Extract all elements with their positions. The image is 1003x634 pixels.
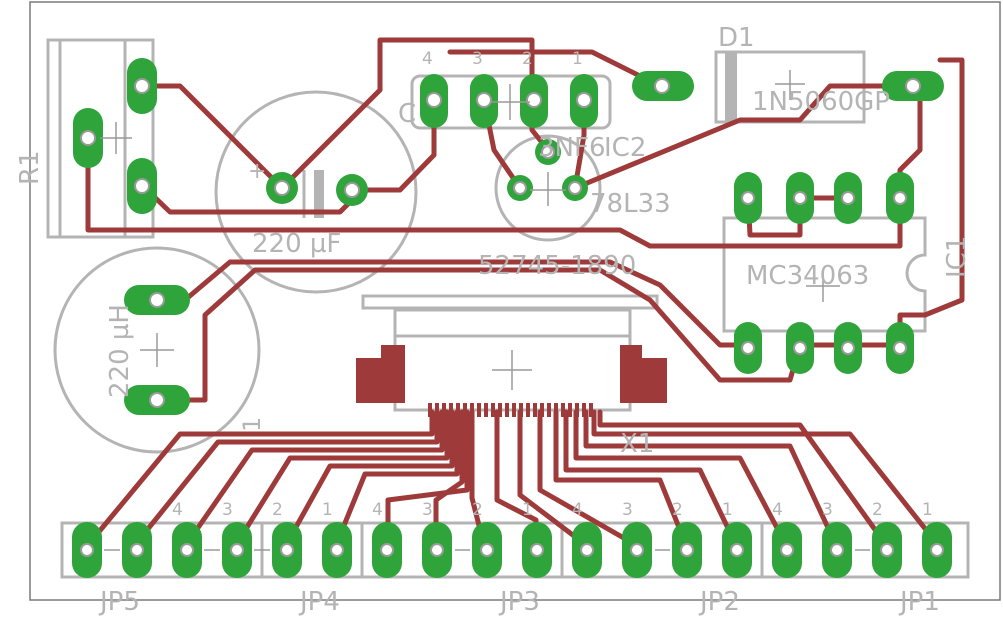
jp2-pin-2: 2 (672, 500, 683, 520)
bottom-header-pads (72, 522, 952, 578)
d1-cathode-band (725, 52, 737, 122)
jp1-label: JP1 (898, 587, 940, 617)
pin1-marker: 1 (238, 417, 266, 432)
jp4-pin-4: 4 (172, 500, 183, 520)
d1-ref-label: D1 (718, 23, 755, 53)
header-top-pin-4: 4 (422, 49, 433, 69)
silkscreen-text: R1 D1 1N5060GP IC2 3NF6 78L33 IC1 MC3406… (15, 23, 972, 617)
overlap-label: 3NF6 (538, 133, 606, 163)
header-top-pin-3: 3 (472, 49, 483, 69)
inductor-value-label: 220 µH (105, 304, 135, 398)
jp2-pin-3: 3 (622, 500, 633, 520)
jp3-pin-3: 3 (422, 500, 433, 520)
ic2-outline (494, 134, 602, 242)
c-ref-label: C (398, 99, 416, 129)
jp3-pin-1: 1 (522, 500, 533, 520)
r1-outline (46, 38, 155, 239)
jp4-pin-1: 1 (322, 500, 333, 520)
board-outline (29, 1, 1001, 601)
jp1-pin-3: 3 (822, 500, 833, 520)
r1-label: R1 (15, 150, 45, 185)
capacitor-outline (214, 90, 418, 294)
capacitor-polarity-bar (314, 170, 324, 218)
jp5-label: JP5 (98, 587, 140, 617)
ic1-value-label: MC34063 (746, 261, 869, 291)
ic1-ref-label: IC1 (942, 236, 972, 278)
jp1-pin-1: 1 (922, 500, 933, 520)
connector-value-label: 52745-1890 (478, 251, 636, 281)
through-hole-pads (73, 58, 944, 415)
ic2-value-label: 78L33 (590, 189, 671, 219)
jp2-pin-1: 1 (722, 500, 733, 520)
jp3-pin-4: 4 (372, 500, 383, 520)
jp2-pin-4: 4 (572, 500, 583, 520)
jp3-pin-2: 2 (472, 500, 483, 520)
jp4-pin-2: 2 (272, 500, 283, 520)
cap-value-label: 220 µF (252, 229, 341, 259)
cap-plus-sign: + (248, 159, 266, 184)
header-top-outline (410, 74, 612, 130)
ic2-ref-label: IC2 (604, 133, 646, 163)
header-top-pin-2: 2 (522, 49, 533, 69)
connector-smd-pads (356, 345, 667, 417)
jp3-label: JP3 (498, 587, 540, 617)
ic1-outline (722, 216, 927, 333)
origin-crosses (100, 70, 870, 551)
connector-ref-label: X1 (620, 429, 654, 459)
header-top-pin-1: 1 (572, 49, 583, 69)
jp1-pin-2: 2 (872, 500, 883, 520)
jp4-label: JP4 (298, 587, 340, 617)
inductor-outline (53, 246, 261, 454)
connector-latch-outline (361, 294, 659, 310)
jp2-label: JP2 (698, 587, 740, 617)
bottom-header-outline (60, 521, 970, 579)
jp1-pin-4: 4 (772, 500, 783, 520)
jp4-pin-3: 3 (222, 500, 233, 520)
d1-value-label: 1N5060GP (752, 87, 890, 117)
